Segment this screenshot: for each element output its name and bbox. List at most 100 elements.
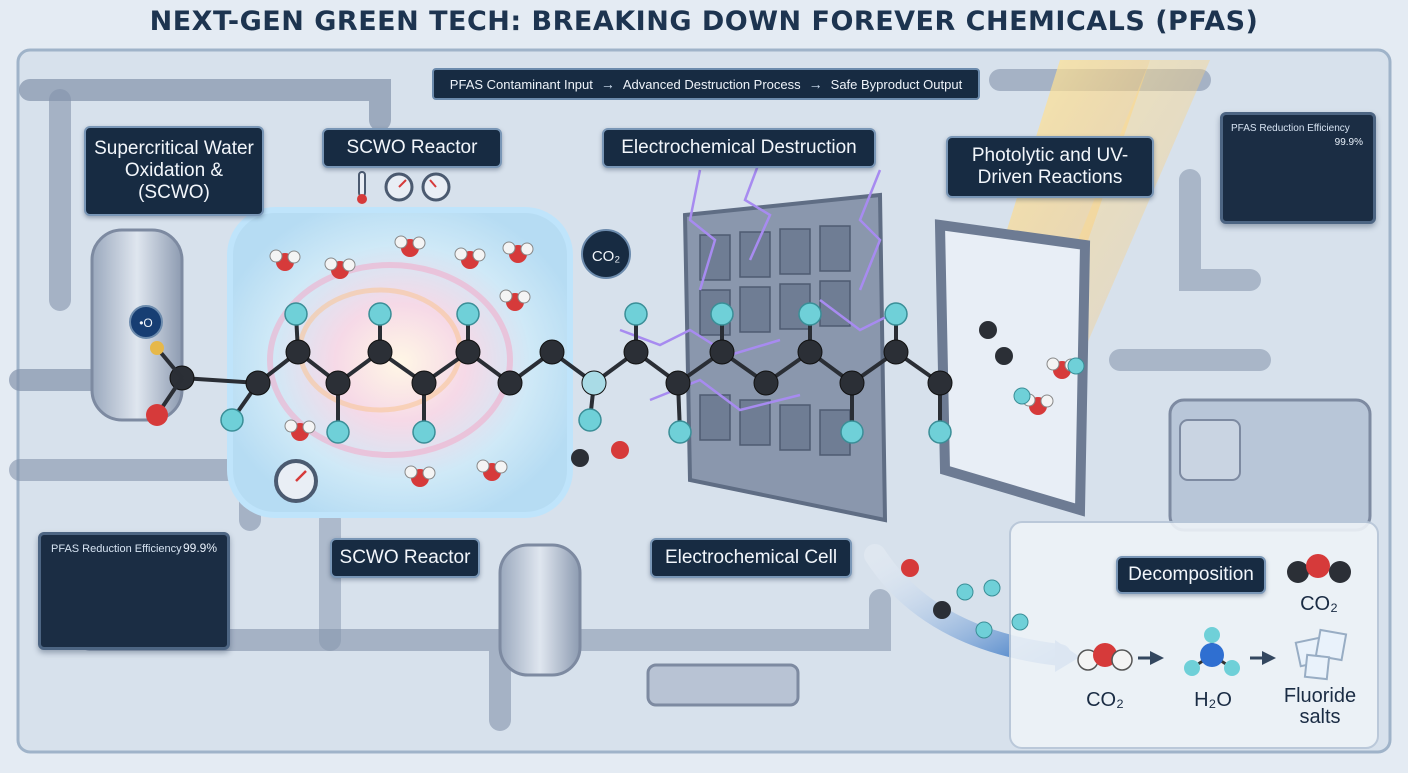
filter-unit [646, 663, 800, 707]
co2-bubble-label: CO₂ [592, 248, 621, 265]
carbon-atom [709, 339, 735, 365]
fluoride-salt-crystals [1294, 628, 1348, 681]
fluorine-atom [884, 302, 908, 326]
pipes [9, 69, 1271, 731]
hydrogen-atom [150, 341, 164, 355]
flow-step-output: Safe Byproduct Output [830, 76, 963, 92]
reactor-gauge [274, 459, 318, 503]
hydrogen-atom [324, 257, 338, 271]
fluorine-atom [326, 420, 350, 444]
hydrogen-atom [520, 242, 534, 256]
carbon-atom [455, 339, 481, 365]
fluorine-atom [412, 420, 436, 444]
carbon-atom [623, 339, 649, 365]
fluorine-atom [798, 302, 822, 326]
label-decomposition: Decomposition [1116, 556, 1266, 594]
carbon-atom [995, 347, 1013, 365]
fluorine-atom [956, 583, 974, 601]
hydrogen-atom [1040, 394, 1054, 408]
free-molecules [269, 235, 1085, 639]
h2o-molecule [1184, 627, 1240, 676]
carbon-atom [285, 339, 311, 365]
fluorine-atom [220, 408, 244, 432]
pressure-gauge-1 [384, 172, 414, 202]
label-scwo-reactor-bottom: SCWO Reactor [330, 538, 480, 578]
process-flow-bar: PFAS Contaminant Input → Advanced Destru… [432, 68, 980, 100]
hydrogen-atom [302, 420, 316, 434]
output-fluoride-label: Fluoride salts [1283, 685, 1357, 728]
carbon-atom [539, 339, 565, 365]
carbon-atom [367, 339, 393, 365]
hydrogen-atom [517, 290, 531, 304]
carbon-atom [497, 370, 523, 396]
co2-bubble [581, 229, 631, 279]
left-monitor-value: 99.9% [182, 541, 217, 555]
fluorine-atom [1067, 357, 1085, 375]
fluorine-atom [456, 302, 480, 326]
carbon-atom [933, 601, 951, 619]
label-scwo-full: Supercritical Water Oxidation & (SCWO) [84, 126, 264, 216]
page-title: NEXT-GEN GREEN TECH: BREAKING DOWN FOREV… [149, 6, 1259, 37]
label-scwo-reactor-top: SCWO Reactor [322, 128, 502, 168]
label-electrochemical-cell: Electrochemical Cell [650, 538, 852, 578]
hydrogen-atom [284, 419, 298, 433]
carbon-atom [839, 370, 865, 396]
carbon-atom [325, 370, 351, 396]
fluorine-atom [668, 420, 692, 444]
hydrogen-atom [404, 465, 418, 479]
hydrogen-atom [269, 249, 283, 263]
oxygen-atom [146, 404, 168, 426]
hydrogen-atom [422, 466, 436, 480]
hydrogen-atom [476, 459, 490, 473]
hydrogen-atom [412, 236, 426, 250]
flow-step-process: Advanced Destruction Process [622, 76, 801, 92]
carbon-atom [581, 370, 607, 396]
carbon-atom [979, 321, 997, 339]
flow-arrow-icon: → [600, 76, 615, 92]
right-monitor-value: 99.9% [1334, 137, 1363, 148]
output-co2-label: CO₂ [1086, 689, 1124, 711]
carbon-bond [181, 376, 259, 385]
hydroxyl-bubble [129, 305, 163, 339]
hydrogen-atom [494, 460, 508, 474]
fluorine-atom [975, 621, 993, 639]
carbon-atom [927, 370, 953, 396]
decomposition-panel [1009, 521, 1379, 749]
fluorine-atom [1011, 613, 1029, 631]
hydrogen-atom [287, 250, 301, 264]
right-monitor-title: PFAS Reduction Efficiency [1231, 123, 1350, 134]
right-monitor: PFAS Reduction Efficiency 99.9% [1220, 112, 1376, 224]
hydroxyl-label: •O [139, 316, 153, 330]
output-arrows [1150, 651, 1276, 665]
oxygen-atom [901, 559, 919, 577]
pressure-gauge-2 [421, 172, 451, 202]
hydrogen-atom [394, 235, 408, 249]
left-monitor: PFAS Reduction Efficiency 99.9% [38, 532, 230, 650]
co2-molecule [1077, 643, 1133, 671]
fluorine-atom [624, 302, 648, 326]
thermometer-icon [357, 171, 367, 204]
label-electrochemical-destruction: Electrochemical Destruction [602, 128, 876, 168]
fluorine-atom [840, 420, 864, 444]
machine-panel [1179, 419, 1241, 481]
fluorine-atom [368, 302, 392, 326]
pfas-molecule-chain [146, 302, 953, 444]
flow-arrow-icon: → [808, 76, 823, 92]
carbon-atom [797, 339, 823, 365]
carbon-atom [245, 370, 271, 396]
carbon-atom [411, 370, 437, 396]
hydrogen-atom [502, 241, 516, 255]
fluorine-atom [578, 408, 602, 432]
fluorine-atom [710, 302, 734, 326]
hydrogen-atom [454, 247, 468, 261]
carbon-atom [665, 370, 691, 396]
fluorine-atom [284, 302, 308, 326]
bottom-tank [498, 543, 582, 677]
flow-step-input: PFAS Contaminant Input [449, 76, 593, 92]
output-co2-top-label: CO₂ [1300, 593, 1338, 615]
co2-molecule-top [1287, 554, 1351, 583]
fluorine-atom [1013, 387, 1031, 405]
fluorine-atom [983, 579, 1001, 597]
left-monitor-title: PFAS Reduction Efficiency [51, 543, 182, 555]
